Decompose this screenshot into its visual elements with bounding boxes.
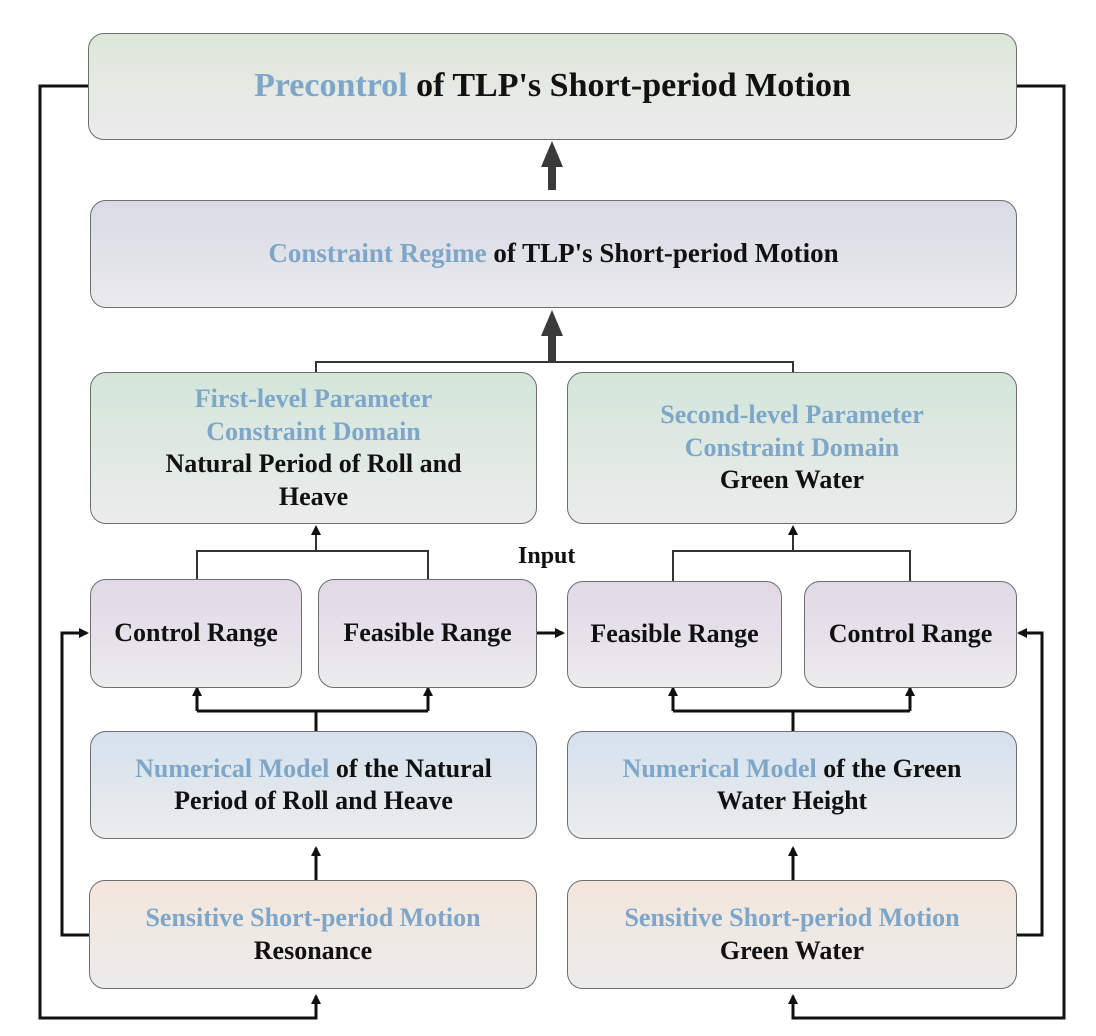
first-domain-line3: Natural Period of Roll and [165,449,462,478]
thick-arrow-domains-head [541,310,563,336]
left-sensitive-motion-box: Sensitive Short-period Motion Resonance [89,880,537,989]
constraint-regime-accent: Constraint Regime [268,238,487,269]
constraint-regime-box: Constraint Regime of TLP's Short-period … [90,200,1017,308]
left-control-range-label: Control Range [114,618,278,648]
left-model-accent: Numerical Model [135,753,330,783]
left-sensitive-line2: Resonance [253,935,373,965]
constraint-regime-rest: of TLP's Short-period Motion [486,238,839,269]
precontrol-rest: of TLP's Short-period Motion [407,67,851,105]
right-model-line2: Water Height [716,786,868,815]
right-numerical-model-box: Numerical Model of the Green Water Heigh… [567,731,1017,839]
first-level-domain-box: First-level Parameter Constraint Domain … [90,372,537,524]
left-sensitive-line1: Sensitive Short-period Motion [145,903,481,932]
left-model-line2: Period of Roll and Heave [174,786,453,815]
precontrol-box: Precontrol of TLP's Short-period Motion [88,33,1017,140]
second-domain-line1: Second-level Parameter [660,400,924,430]
precontrol-accent: Precontrol [254,67,408,105]
thick-arrow-domains-shaft [548,332,556,362]
right-control-range-box: Control Range [804,581,1017,688]
arrow-left-sensitive-to-control [60,628,89,937]
left-feasible-range-label: Feasible Range [343,618,512,648]
first-domain-line2: Constraint Domain [206,416,421,446]
right-sensitive-motion-box: Sensitive Short-period Motion Green Wate… [567,880,1017,989]
right-model-accent: Numerical Model [622,753,817,783]
left-model-rest: of the Natural [329,753,492,783]
left-numerical-model-box: Numerical Model of the Natural Period of… [90,731,537,839]
left-ranges-join [196,550,429,579]
first-domain-line4: Heave [278,481,349,511]
right-feasible-range-label: Feasible Range [590,619,759,649]
right-ranges-join [672,550,911,581]
input-label: Input [518,543,576,569]
domains-join [315,361,794,372]
first-domain-line1: First-level Parameter [194,384,433,413]
outer-loop-right [788,84,1066,1020]
right-model-line1: Numerical Model of the Green [623,753,962,786]
right-control-range-label: Control Range [828,619,993,649]
constraint-regime-title: Constraint Regime of TLP's Short-period … [268,237,838,271]
left-feasible-range-box: Feasible Range [318,579,537,688]
left-control-range-box: Control Range [90,579,302,688]
left-model-line1: Numerical Model of the Natural [135,753,492,786]
thick-arrow-constraint-shaft [548,163,556,190]
arrow-right-sensitive-to-control [1017,628,1044,937]
right-sensitive-line1: Sensitive Short-period Motion [624,903,960,932]
second-domain-line2: Constraint Domain [684,432,900,462]
second-level-domain-box: Second-level Parameter Constraint Domain… [567,372,1017,524]
second-domain-line3: Green Water [719,465,865,495]
right-feasible-range-box: Feasible Range [567,581,782,688]
thick-arrow-constraint-head [541,141,563,167]
right-sensitive-line2: Green Water [719,935,865,965]
outer-loop-left [38,84,321,1020]
right-model-rest: of the Green [816,753,962,783]
precontrol-title: Precontrol of TLP's Short-period Motion [254,65,851,108]
